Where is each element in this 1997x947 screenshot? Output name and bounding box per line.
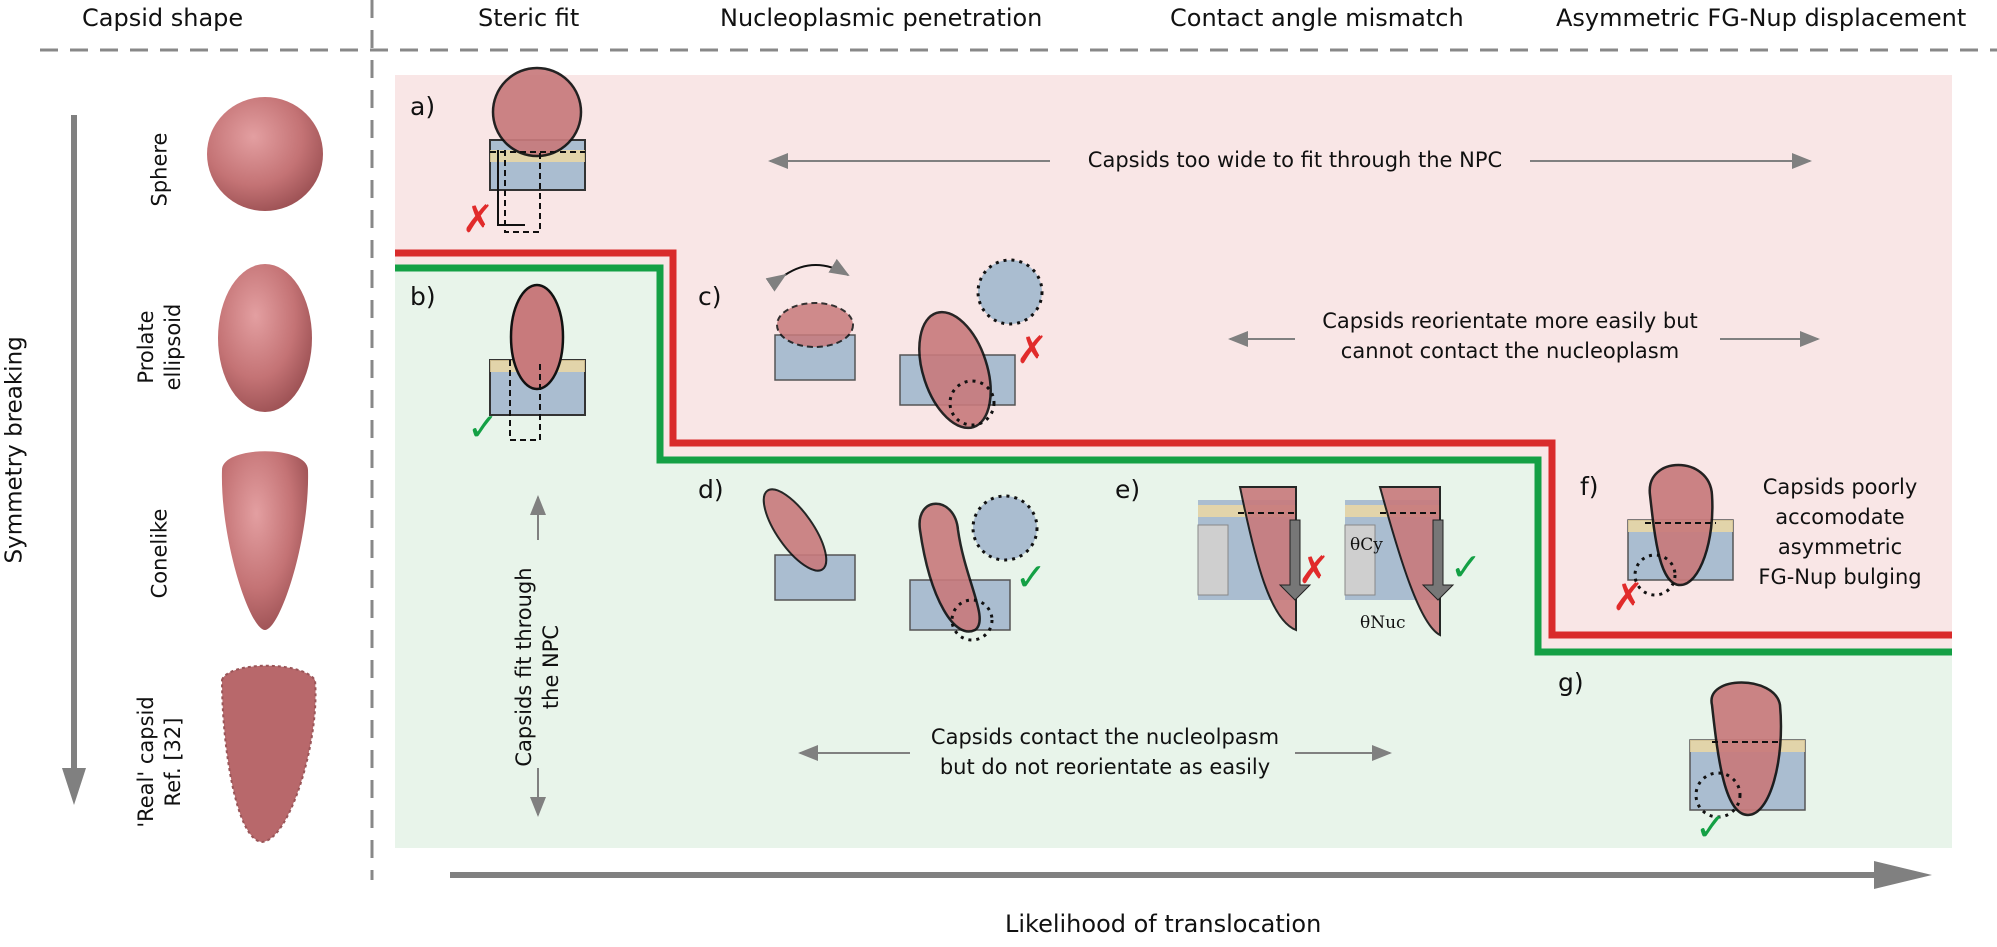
- panel-e-illustration: [1197, 486, 1455, 637]
- angle-nuc-label: θNuc: [1360, 613, 1406, 633]
- panel-f-label: f): [1580, 472, 1599, 501]
- note-contact: Capsids contact the nucleolpasm but do n…: [920, 722, 1290, 782]
- note-contact-line1: Capsids contact the nucleolpasm: [930, 725, 1280, 749]
- panel-c-illustration: [765, 258, 1044, 430]
- panel-c-label: c): [698, 282, 722, 311]
- pass-boundary-line: [395, 264, 1952, 656]
- panel-d-illustration: [762, 488, 1039, 642]
- panel-a-illustration: [489, 66, 586, 233]
- prolate-label-line2: ellipsoid: [161, 303, 185, 391]
- note-poor: Capsids poorly accomodate asymmetric FG-…: [1740, 472, 1940, 592]
- symmetry-arrowhead: [62, 768, 86, 805]
- panel-d-check: ✓: [1015, 555, 1047, 599]
- note-fit: Capsids fit through the NPC: [511, 567, 565, 767]
- real-capsid-shape: [220, 664, 317, 844]
- row-label-real: 'Real' capsid Ref. [32]: [133, 662, 187, 862]
- note-poor-line4: FG-Nup bulging: [1758, 565, 1922, 589]
- sphere-shape: [207, 97, 323, 211]
- panel-g-label: g): [1558, 668, 1584, 697]
- prolate-label-line1: Prolate: [134, 310, 158, 384]
- panel-e-label: e): [1115, 475, 1141, 504]
- conelike-shape: [221, 451, 309, 630]
- fail-boundary-line: [395, 249, 1952, 639]
- panel-f-illustration: [1627, 463, 1734, 597]
- conelike-label: Conelike: [147, 508, 172, 599]
- panel-e-check: ✓: [1450, 545, 1482, 589]
- panel-a-label: a): [410, 92, 436, 121]
- panel-a-cross: ✗: [462, 197, 494, 241]
- panel-e-cross: ✗: [1298, 548, 1330, 592]
- angle-cy-label: θCy: [1350, 535, 1383, 555]
- header-steric-fit: Steric fit: [478, 4, 580, 32]
- note-poor-line2: accomodate: [1775, 505, 1905, 529]
- panel-c-cross: ✗: [1016, 328, 1048, 372]
- note-fit-line2: the NPC: [539, 624, 563, 710]
- panel-g-illustration: [1689, 681, 1806, 819]
- note-reorient-line2: cannot contact the nucleoplasm: [1340, 339, 1680, 363]
- likelihood-label: Likelihood of translocation: [1005, 910, 1322, 938]
- note-poor-line1: Capsids poorly: [1762, 475, 1918, 499]
- real-label-line1: 'Real' capsid: [134, 696, 158, 828]
- panel-g-check: ✓: [1695, 805, 1727, 849]
- likelihood-arrowhead: [1874, 861, 1932, 889]
- note-reorient: Capsids reorientate more easily but cann…: [1305, 306, 1715, 366]
- note-contact-line2: but do not reorientate as easily: [939, 755, 1271, 779]
- header-contact-angle-mismatch: Contact angle mismatch: [1170, 4, 1464, 32]
- sphere-label: Sphere: [147, 132, 172, 207]
- header-capsid-shape: Capsid shape: [82, 4, 244, 32]
- row-label-conelike: Conelike: [147, 474, 174, 634]
- note-too-wide: Capsids too wide to fit through the NPC: [1087, 148, 1503, 172]
- header-asymmetric-fgnup: Asymmetric FG-Nup displacement: [1556, 4, 1967, 32]
- note-poor-line3: asymmetric: [1777, 535, 1903, 559]
- real-label-line2: Ref. [32]: [161, 717, 185, 807]
- symmetry-breaking-label: Symmetry breaking: [1, 336, 28, 564]
- panel-f-cross: ✗: [1612, 575, 1644, 619]
- note-fit-line1: Capsids fit through: [512, 567, 536, 767]
- row-label-sphere: Sphere: [147, 90, 174, 250]
- panel-b-check: ✓: [467, 405, 499, 449]
- prolate-shape: [218, 264, 312, 412]
- pass-region: [395, 268, 1952, 848]
- note-reorient-line1: Capsids reorientate more easily but: [1322, 309, 1698, 333]
- panel-b-label: b): [410, 282, 436, 311]
- header-nucleoplasmic-penetration: Nucleoplasmic penetration: [720, 4, 1043, 32]
- row-label-prolate: Prolate ellipsoid: [133, 267, 187, 427]
- panel-d-label: d): [698, 475, 724, 504]
- panel-b-illustration: [489, 283, 586, 441]
